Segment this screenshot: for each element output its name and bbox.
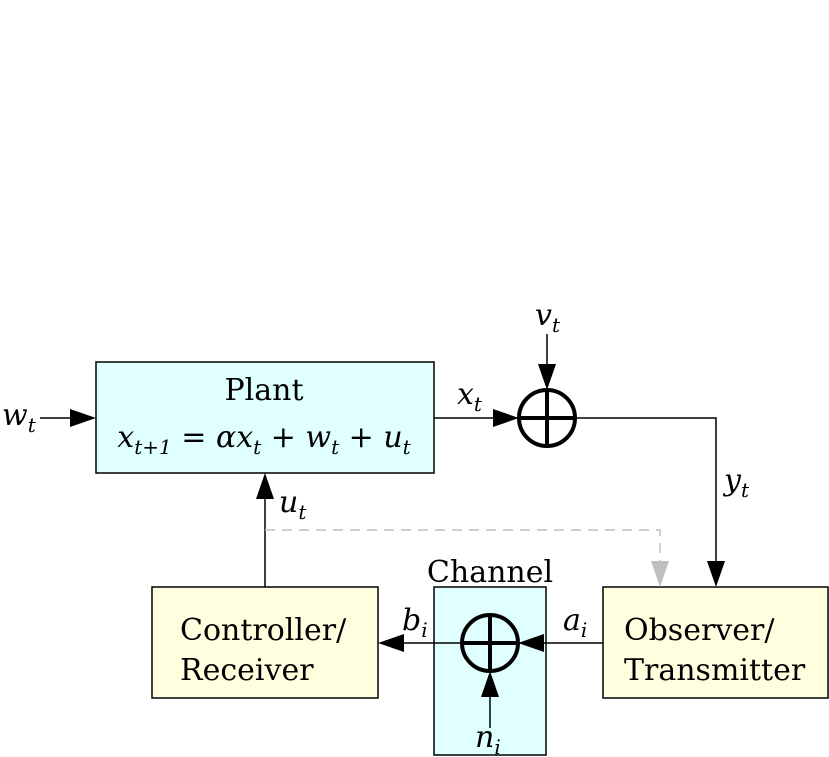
u-label: ut <box>279 485 307 524</box>
y-line <box>575 417 717 567</box>
sum-junction-channel <box>460 613 520 673</box>
x-label: xt <box>457 377 483 416</box>
v-label: vt <box>535 298 561 337</box>
plant-title: Plant <box>224 373 303 408</box>
a-label: ai <box>563 603 587 642</box>
plant-block <box>95 361 435 474</box>
y-arrowhead <box>707 561 725 587</box>
x-arrowhead <box>493 409 519 427</box>
controller-label-line1: Controller/ <box>180 613 347 648</box>
observer-block <box>602 586 829 699</box>
u-feedback-arrowhead <box>651 561 669 587</box>
plant-equation: xt+1 = αxt + wt + ut <box>117 420 411 459</box>
y-label: yt <box>722 463 750 502</box>
b-arrowhead <box>378 634 404 652</box>
channel-title: Channel <box>427 555 553 590</box>
sum-junction-top <box>517 388 577 448</box>
u-feedback-dashed-line <box>265 529 661 567</box>
n-label: ni <box>475 720 501 757</box>
u-arrowhead <box>256 473 274 499</box>
w-label: wt <box>2 398 37 437</box>
w-input-arrowhead <box>70 409 96 427</box>
observer-label-line2: Transmitter <box>624 653 806 688</box>
n-arrowhead <box>481 671 499 697</box>
controller-label-line2: Receiver <box>180 653 314 688</box>
v-arrowhead <box>538 364 556 390</box>
observer-label-line1: Observer/ <box>624 613 775 648</box>
b-label: bi <box>402 603 428 642</box>
a-arrowhead <box>518 634 544 652</box>
